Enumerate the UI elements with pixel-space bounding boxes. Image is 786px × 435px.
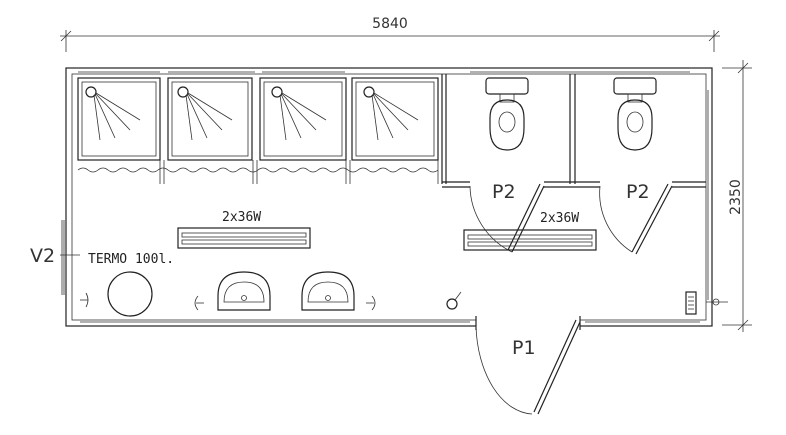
light-left-label: 2x36W [222,210,261,225]
washbasin-1 [194,271,271,311]
light-fixture-left: 2x36W [177,210,311,249]
width-dimension: 5840 [60,16,720,52]
shower-1 [77,77,161,161]
width-dimension-label: 5840 [372,16,408,32]
water-heater: TERMO 100l. [80,252,174,317]
wc-partitions [441,74,706,188]
toilet-2 [613,77,657,151]
height-dimension-label: 2350 [728,179,744,215]
wc-door-left-label: P2 [492,181,516,203]
wc-door-right[interactable]: P2 [599,181,673,255]
main-door-label: P1 [512,337,536,359]
light-fixture-right: 2x36W [463,211,597,251]
shower-3 [259,77,347,161]
wc-door-left[interactable]: P2 [469,181,545,253]
height-dimension: 2350 [722,60,752,332]
washbasin-2 [301,271,376,311]
light-right-label: 2x36W [540,211,579,226]
electrical-panel-icon [685,291,728,315]
floor-drain-icon [446,291,462,310]
water-heater-label: TERMO 100l. [88,252,174,267]
shower-curtain [77,167,439,173]
window-v2: V2 [30,220,80,295]
window-label: V2 [30,245,55,267]
main-door[interactable]: P1 [475,316,581,415]
toilet-1 [485,77,529,151]
shower-2 [167,77,253,161]
shower-4 [351,77,439,161]
wc-door-right-label: P2 [626,181,650,203]
shower-block [77,77,443,184]
outer-walls [65,67,713,327]
